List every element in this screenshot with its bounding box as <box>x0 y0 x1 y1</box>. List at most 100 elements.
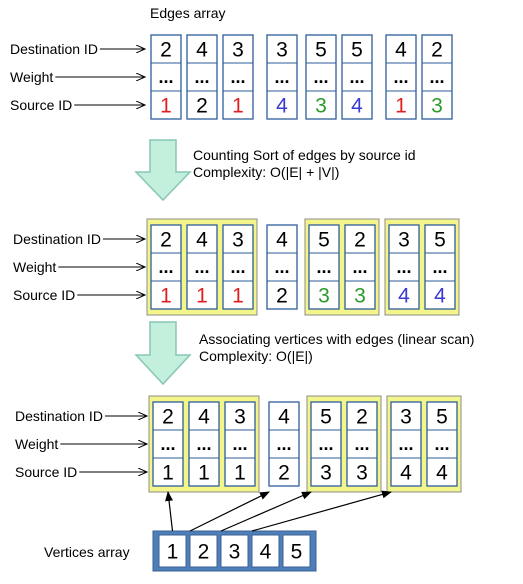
row-label: Source ID <box>15 464 77 480</box>
step1-description: Counting Sort of edges by source id <box>193 147 416 163</box>
weight-value: ... <box>352 257 367 277</box>
destination-id-value: 3 <box>276 39 288 62</box>
weight-value: ... <box>276 434 291 454</box>
source-id-value: 1 <box>232 285 244 308</box>
source-id-value: 1 <box>162 462 174 485</box>
vertices-array-label: Vertices array <box>44 544 130 560</box>
weight-value: ... <box>318 434 333 454</box>
source-id-value: 4 <box>436 462 448 485</box>
destination-id-value: 3 <box>232 39 244 62</box>
step1-complexity: Complexity: O(|E| + |V|) <box>193 164 339 180</box>
source-id-value: 3 <box>356 462 368 485</box>
row-label: Weight <box>15 436 58 452</box>
destination-id-value: 4 <box>196 229 208 252</box>
vertex-id-value: 3 <box>229 541 241 564</box>
source-id-value: 4 <box>351 95 363 118</box>
source-id-value: 2 <box>276 285 288 308</box>
edge-cell <box>421 34 453 120</box>
vertex-id-value: 2 <box>198 541 210 564</box>
edge-cell <box>152 401 184 487</box>
edge-cell <box>305 34 337 120</box>
sort-step-arrow <box>134 139 192 202</box>
weight-value: ... <box>316 257 331 277</box>
destination-id-value: 4 <box>278 406 290 429</box>
source-id-value: 2 <box>278 462 290 485</box>
cells-layer: 2... 1 4... 2 3... 1 3... 4 5... 3 5... 4 4... 1 2... 3… <box>150 34 458 487</box>
weight-value: ... <box>160 434 175 454</box>
vertex-id-value: 4 <box>260 541 272 564</box>
edge-cell <box>424 224 456 310</box>
weight-value: ... <box>354 434 369 454</box>
vertex-edge-pointer <box>251 490 392 532</box>
row-label: Destination ID <box>10 41 98 57</box>
edge-cell <box>390 401 422 487</box>
weight-value: ... <box>194 67 209 87</box>
destination-id-value: 5 <box>320 406 332 429</box>
weight-value: ... <box>230 257 245 277</box>
vertex-id-value: 5 <box>291 541 303 564</box>
edge-cell <box>310 401 342 487</box>
source-id-value: 4 <box>398 285 410 308</box>
destination-id-value: 2 <box>354 229 366 252</box>
weight-value: ... <box>398 434 413 454</box>
destination-id-value: 5 <box>318 229 330 252</box>
row-label: Source ID <box>13 287 75 303</box>
row-label: Weight <box>10 69 53 85</box>
row-label: Source ID <box>10 97 72 113</box>
edge-cell <box>388 224 420 310</box>
destination-id-value: 2 <box>431 39 443 62</box>
weight-value: ... <box>274 67 289 87</box>
step2-complexity: Complexity: O(|E|) <box>199 348 313 364</box>
vertex-edge-pointer <box>165 491 174 532</box>
weight-value: ... <box>232 434 247 454</box>
destination-id-value: 3 <box>398 229 410 252</box>
edge-cell <box>308 224 340 310</box>
vertex-cell <box>189 534 218 568</box>
source-id-value: 3 <box>431 95 443 118</box>
destination-id-value: 5 <box>436 406 448 429</box>
edge-cell <box>186 34 218 120</box>
row-label: Weight <box>13 259 56 275</box>
edge-cell <box>266 224 298 310</box>
destination-id-value: 3 <box>234 406 246 429</box>
vertex-cell <box>158 534 187 568</box>
destination-id-value: 4 <box>196 39 208 62</box>
destination-id-value: 2 <box>160 39 172 62</box>
weight-value: ... <box>432 257 447 277</box>
weight-value: ... <box>393 67 408 87</box>
vertex-edge-pointer <box>220 491 312 532</box>
source-id-value: 3 <box>315 95 327 118</box>
vertex-cell <box>251 534 280 568</box>
weight-value: ... <box>194 257 209 277</box>
vertex-cell <box>220 534 249 568</box>
source-id-value: 1 <box>160 285 172 308</box>
edge-cell <box>266 34 298 120</box>
edge-cell <box>426 401 458 487</box>
source-id-value: 4 <box>400 462 412 485</box>
destination-id-value: 2 <box>160 229 172 252</box>
source-id-value: 1 <box>198 462 210 485</box>
destination-id-value: 5 <box>434 229 446 252</box>
destination-id-value: 2 <box>356 406 368 429</box>
source-id-value: 3 <box>320 462 332 485</box>
destination-id-value: 4 <box>395 39 407 62</box>
edge-cell <box>224 401 256 487</box>
weight-value: ... <box>196 434 211 454</box>
edge-cell <box>222 224 254 310</box>
weight-value: ... <box>396 257 411 277</box>
weight-value: ... <box>434 434 449 454</box>
edge-cell <box>268 401 300 487</box>
source-id-value: 1 <box>232 95 244 118</box>
source-id-value: 1 <box>234 462 246 485</box>
weight-value: ... <box>313 67 328 87</box>
weight-value: ... <box>158 257 173 277</box>
edge-cell <box>222 34 254 120</box>
edges-array-title: Edges array <box>150 5 225 21</box>
edge-cell <box>186 224 218 310</box>
weight-value: ... <box>274 257 289 277</box>
edge-cell <box>344 224 376 310</box>
destination-id-value: 3 <box>232 229 244 252</box>
